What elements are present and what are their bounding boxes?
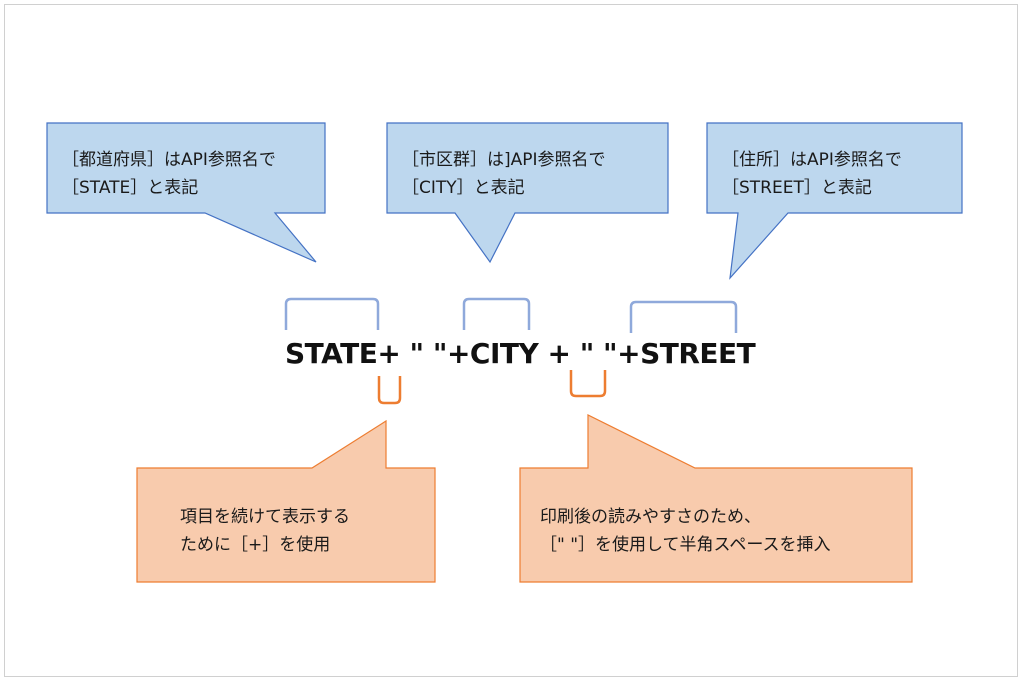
callout-plus-line1: 項目を続けて表示する xyxy=(180,507,350,527)
bracket-state xyxy=(284,297,380,330)
callout-street-line1: ［住所］はAPI参照名で xyxy=(722,150,902,170)
formula-text: STATE+ " "+CITY + " "+STREET xyxy=(285,337,756,370)
callout-plus xyxy=(136,419,436,583)
callout-space-line1: 印刷後の読みやすさのため、 xyxy=(540,507,761,527)
callout-state xyxy=(46,122,326,263)
callout-plus-text: 項目を続けて表示する ために［+］を使用 xyxy=(180,503,350,559)
callout-street xyxy=(706,122,963,280)
callout-state-line1: ［都道府県］はAPI参照名で xyxy=(62,150,276,170)
callout-street-line2: ［STREET］と表記 xyxy=(722,178,872,198)
callout-space xyxy=(519,414,913,583)
bracket-street xyxy=(629,300,738,333)
bracket-city xyxy=(462,297,531,330)
bracket-space xyxy=(569,370,607,398)
callout-city xyxy=(386,122,669,264)
callout-city-text: ［市区群］は]API参照名で ［CITY］と表記 xyxy=(402,146,606,202)
bracket-plus xyxy=(377,376,402,405)
callout-state-text: ［都道府県］はAPI参照名で ［STATE］と表記 xyxy=(62,146,276,202)
callout-plus-line2: ために［+］を使用 xyxy=(180,535,331,555)
callout-space-line2: ［" "］を使用して半角スペースを挿入 xyxy=(540,535,831,555)
callout-space-text: 印刷後の読みやすさのため、 ［" "］を使用して半角スペースを挿入 xyxy=(540,503,831,559)
callout-state-line2: ［STATE］と表記 xyxy=(62,178,199,198)
callout-city-line2: ［CITY］と表記 xyxy=(402,178,525,198)
callout-city-line1: ［市区群］は]API参照名で xyxy=(402,150,606,170)
callout-street-text: ［住所］はAPI参照名で ［STREET］と表記 xyxy=(722,146,902,202)
